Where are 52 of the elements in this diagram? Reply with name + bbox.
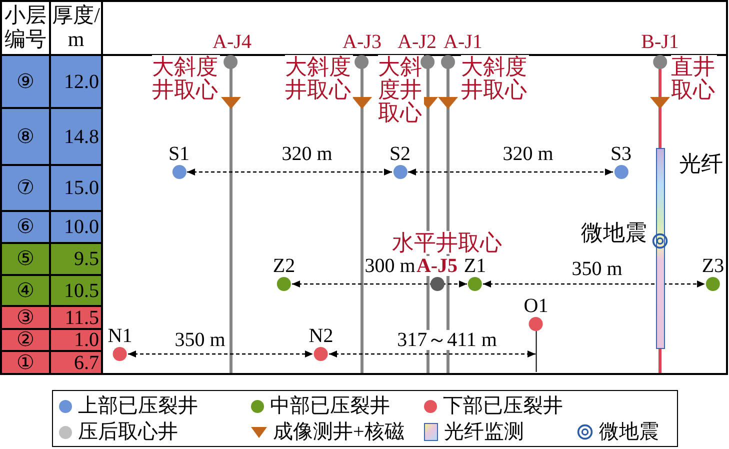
thickness-cell: 15.0 — [51, 166, 101, 210]
layer-number-cell: ② — [2, 330, 49, 350]
coring-note: 水平井取心 — [392, 231, 502, 254]
layer-number-cell: ④ — [2, 276, 49, 305]
coring-note: 直井取心 — [671, 55, 717, 101]
well-label: O1 — [524, 296, 548, 316]
distance-arrow — [408, 168, 613, 176]
thickness-cell: 6.7 — [51, 352, 101, 373]
distance-arrow — [187, 168, 392, 176]
well-label: Z2 — [272, 256, 296, 276]
distance-arrow — [329, 350, 536, 358]
well-label: S2 — [389, 144, 411, 164]
well-label: Z1 — [464, 256, 486, 276]
well-label: S3 — [610, 144, 632, 164]
legend-text: 上部已压裂井 — [78, 396, 198, 416]
layer-number-cell: ⑥ — [2, 212, 49, 242]
layer-number-cell: ⑤ — [2, 244, 49, 274]
thickness-cell: 10.0 — [51, 212, 101, 242]
thickness-cell: 14.8 — [51, 109, 101, 164]
well-label: A-J5 — [416, 256, 458, 276]
layer-number-cell: ⑦ — [2, 166, 49, 210]
column-header: 小层编号 — [2, 2, 49, 54]
distance-arrow — [483, 280, 705, 288]
column-header: 厚度/m — [51, 2, 101, 54]
thickness-cell: 10.5 — [51, 276, 101, 305]
well-label: N2 — [308, 326, 334, 346]
thickness-cell: 12.0 — [51, 56, 101, 107]
layer-number-cell: ⑧ — [2, 109, 49, 164]
well-label: Z3 — [702, 256, 724, 276]
legend-text: 光纤监测 — [444, 422, 524, 442]
layer-number-cell: ③ — [2, 307, 49, 328]
coring-note: 大斜度井取心 — [152, 55, 220, 101]
coring-note: 大斜度井取心 — [285, 55, 353, 101]
thickness-cell: 1.0 — [51, 330, 101, 350]
coring-note: 大斜度井取心 — [378, 55, 424, 124]
legend-text: 下部已压裂井 — [443, 396, 563, 416]
coring-note: 大斜度井取心 — [461, 55, 529, 101]
legend-text: 中部已压裂井 — [270, 396, 390, 416]
legend-text: 压后取心井 — [78, 422, 178, 442]
layer-number-cell: ① — [2, 352, 49, 373]
fiber-label: 光纤 — [679, 152, 723, 175]
microseismic-label: 微地震 — [581, 221, 647, 244]
distance-arrow — [128, 350, 313, 358]
thickness-cell: 9.5 — [51, 244, 101, 274]
thickness-cell: 11.5 — [51, 307, 101, 328]
legend-text: 微地震 — [599, 422, 659, 442]
well-label: S1 — [168, 144, 190, 164]
layer-number-cell: ⑨ — [2, 56, 49, 107]
distance-label: 317～411 m — [396, 330, 498, 350]
well-label: N1 — [108, 326, 132, 346]
legend-text: 成像测井+核磁 — [273, 422, 404, 442]
distance-arrow — [292, 280, 467, 288]
